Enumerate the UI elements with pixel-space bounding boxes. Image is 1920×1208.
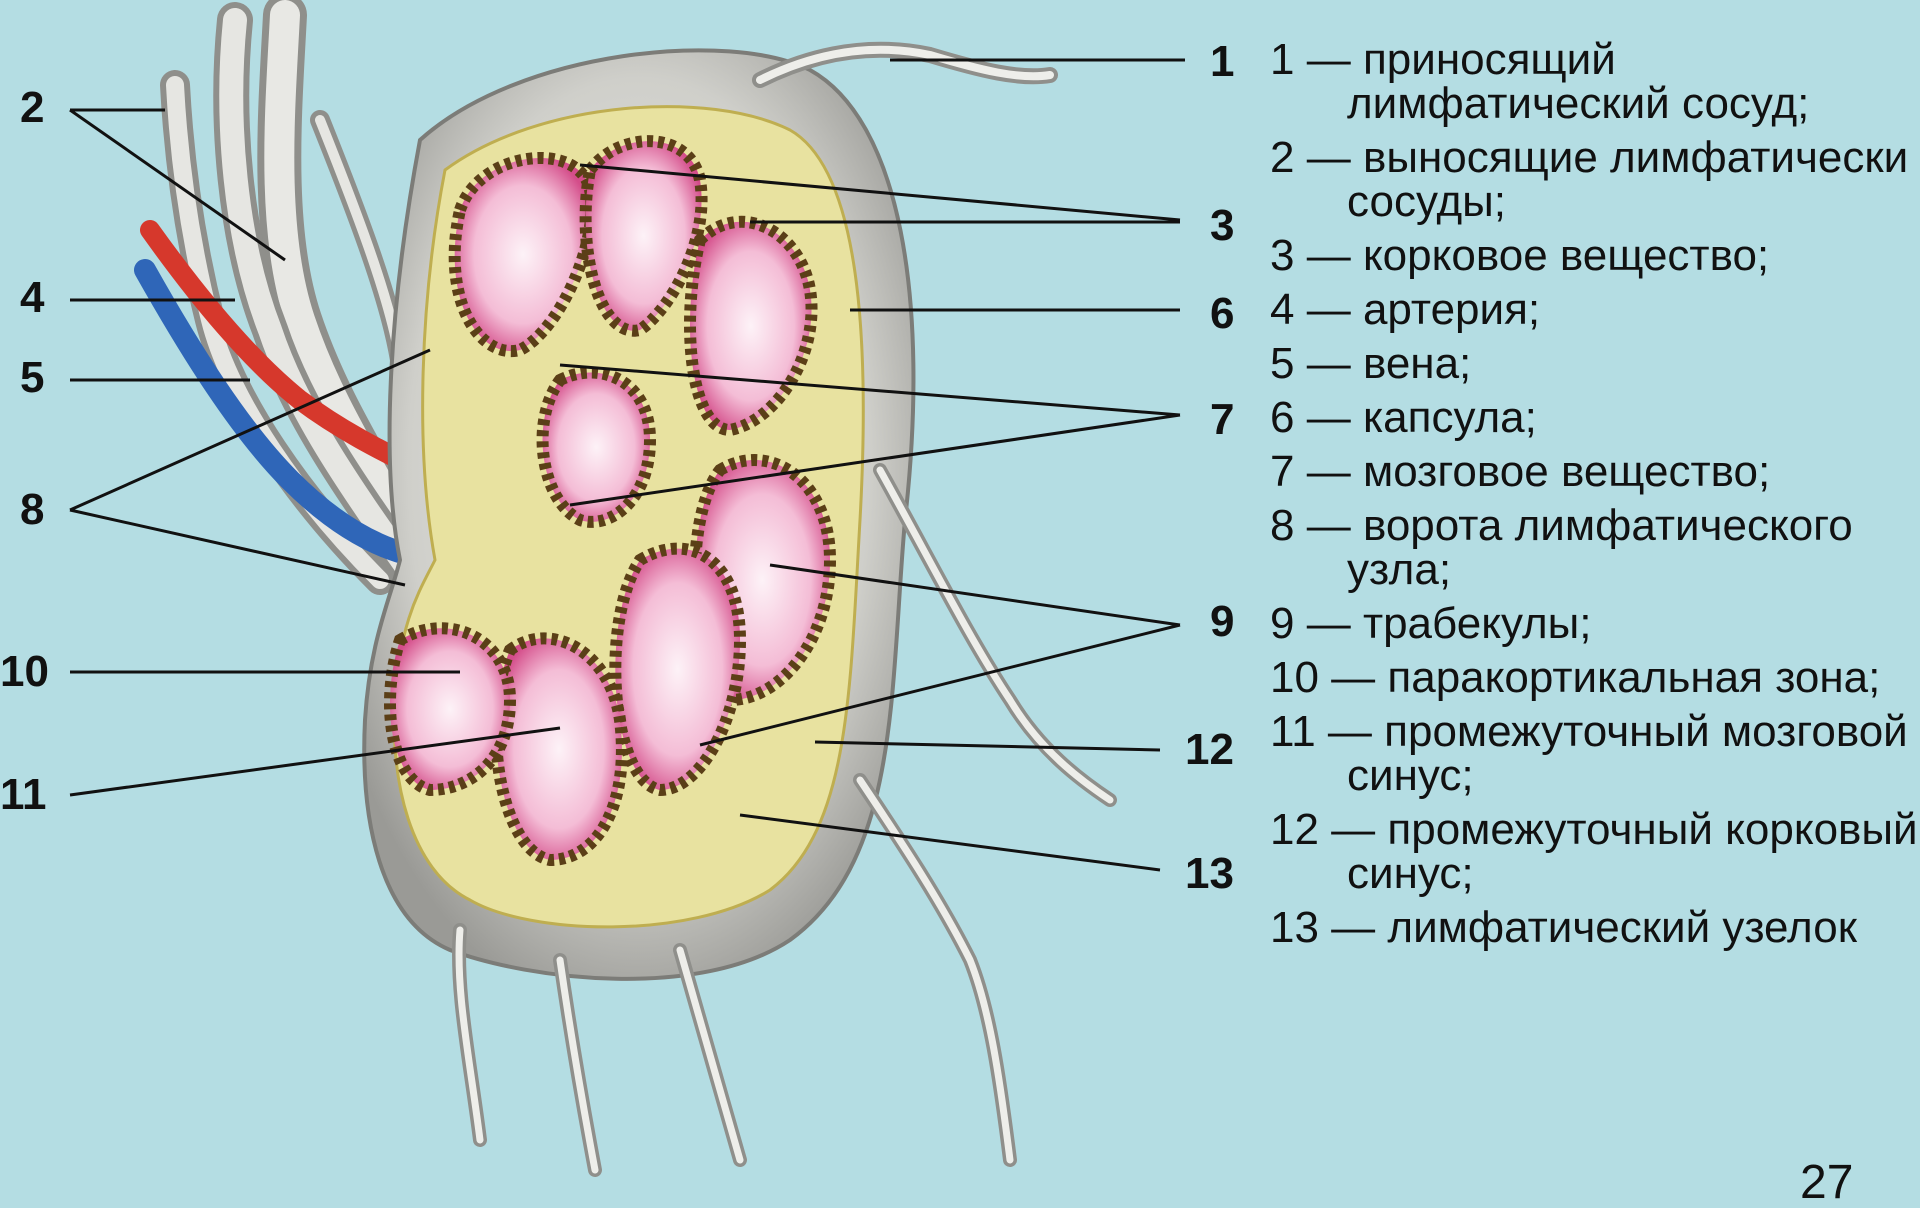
legend-number: 5 <box>1270 342 1294 386</box>
legend-text: трабекулы; <box>1363 599 1592 648</box>
marker-10: 10 <box>0 650 49 694</box>
legend-dash: — <box>1294 231 1362 280</box>
legend-dash: — <box>1294 35 1362 84</box>
legend-text-cont: синус; <box>1270 852 1920 896</box>
legend-number: 12 <box>1270 808 1319 852</box>
legend-number: 1 <box>1270 38 1294 82</box>
legend-dash: — <box>1319 903 1387 952</box>
legend-dash: — <box>1319 805 1387 854</box>
legend-number: 8 <box>1270 504 1294 548</box>
marker-5: 5 <box>20 356 44 400</box>
legend-text: корковое вещество; <box>1363 231 1769 280</box>
legend-text: мозговое вещество; <box>1363 447 1770 496</box>
legend-number: 7 <box>1270 450 1294 494</box>
legend-dash: — <box>1294 285 1362 334</box>
legend-number: 10 <box>1270 656 1319 700</box>
legend-dash: — <box>1294 447 1362 496</box>
legend-text: капсула; <box>1363 393 1537 442</box>
legend-text-cont: сосуды; <box>1270 180 1920 224</box>
legend-number: 9 <box>1270 602 1294 646</box>
legend-text: приносящий <box>1363 35 1616 84</box>
marker-3: 3 <box>1210 204 1234 248</box>
legend-text: паракортикальная зона; <box>1387 653 1880 702</box>
legend-item: 3 — корковое вещество; <box>1270 234 1920 278</box>
legend-dash: — <box>1294 501 1362 550</box>
marker-7: 7 <box>1210 398 1234 442</box>
legend-item: 13 — лимфатический узелок <box>1270 906 1920 950</box>
legend-dash: — <box>1294 393 1362 442</box>
marker-4: 4 <box>20 276 44 320</box>
legend-text-cont: узла; <box>1270 548 1920 592</box>
legend-item: 10 — паракортикальная зона; <box>1270 656 1920 700</box>
legend-item: 9 — трабекулы; <box>1270 602 1920 646</box>
legend-number: 11 <box>1270 710 1316 754</box>
marker-13: 13 <box>1185 852 1234 896</box>
legend-number: 13 <box>1270 906 1319 950</box>
marker-6: 6 <box>1210 292 1234 336</box>
legend-text: промежуточный корковый <box>1387 805 1917 854</box>
legend-dash: — <box>1294 339 1362 388</box>
legend-text: промежуточный мозговой <box>1384 707 1908 756</box>
marker-9: 9 <box>1210 600 1234 644</box>
marker-11: 11 <box>0 773 47 817</box>
legend-text: артерия; <box>1363 285 1540 334</box>
legend-dash: — <box>1316 707 1384 756</box>
page-number: 27 <box>1800 1155 1853 1208</box>
legend-number: 6 <box>1270 396 1294 440</box>
marker-12: 12 <box>1185 728 1234 772</box>
legend-number: 2 <box>1270 136 1294 180</box>
legend-text-cont: лимфатический сосуд; <box>1270 82 1920 126</box>
legend-text: лимфатический узелок <box>1387 903 1857 952</box>
legend-item: 4 — артерия; <box>1270 288 1920 332</box>
legend-dash: — <box>1294 599 1362 648</box>
legend-item: 7 — мозговое вещество; <box>1270 450 1920 494</box>
marker-2: 2 <box>20 86 44 130</box>
legend-text: выносящие лимфатически <box>1363 133 1908 182</box>
legend-text: ворота лимфатического <box>1363 501 1853 550</box>
marker-1: 1 <box>1210 40 1234 84</box>
legend-dash: — <box>1319 653 1387 702</box>
legend-item: 5 — вена; <box>1270 342 1920 386</box>
legend-dash: — <box>1294 133 1362 182</box>
marker-8: 8 <box>20 488 44 532</box>
legend-item: 6 — капсула; <box>1270 396 1920 440</box>
legend-number: 4 <box>1270 288 1294 332</box>
legend-number: 3 <box>1270 234 1294 278</box>
legend-text: вена; <box>1363 339 1471 388</box>
legend-text-cont: синус; <box>1270 754 1920 798</box>
